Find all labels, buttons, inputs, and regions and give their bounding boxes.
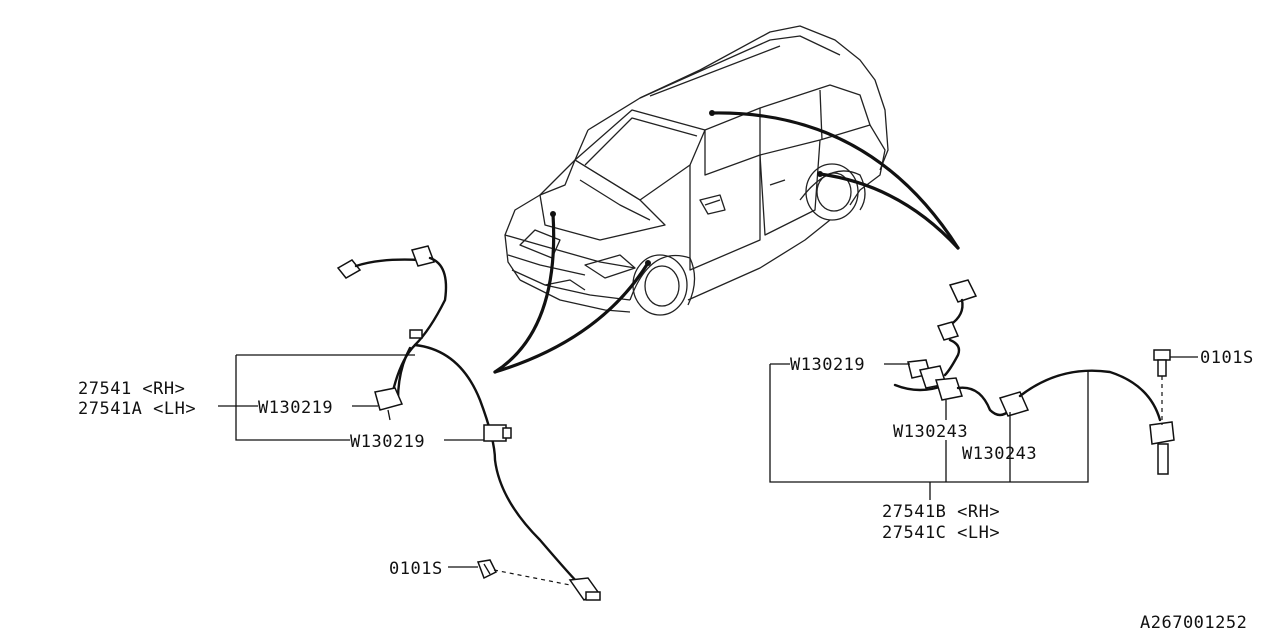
right-connector-a-label: W130243 [893,422,968,442]
right-part-number-rh: 27541B <RH> [882,502,1000,522]
right-bolt-label: 0101S [1200,348,1254,368]
left-part-number-rh: 27541 <RH> [78,379,185,399]
right-part-number-lh: 27541C <LH> [882,523,1000,543]
right-harness [893,279,1175,475]
vehicle-illustration [504,25,889,316]
locator-leaders [493,110,960,374]
diagram-code: A267001252 [1140,613,1247,633]
left-callout-lines [218,354,484,568]
right-connector-b-label: W130243 [962,444,1037,464]
right-callout-lines [769,356,1198,500]
left-connector-upper-label: W130219 [258,398,333,418]
left-harness [336,245,601,601]
left-connector-lower-label: W130219 [350,432,425,452]
left-bolt-label: 0101S [389,559,443,579]
left-part-number-lh: 27541A <LH> [78,399,196,419]
right-connector-top-label: W130219 [790,355,865,375]
